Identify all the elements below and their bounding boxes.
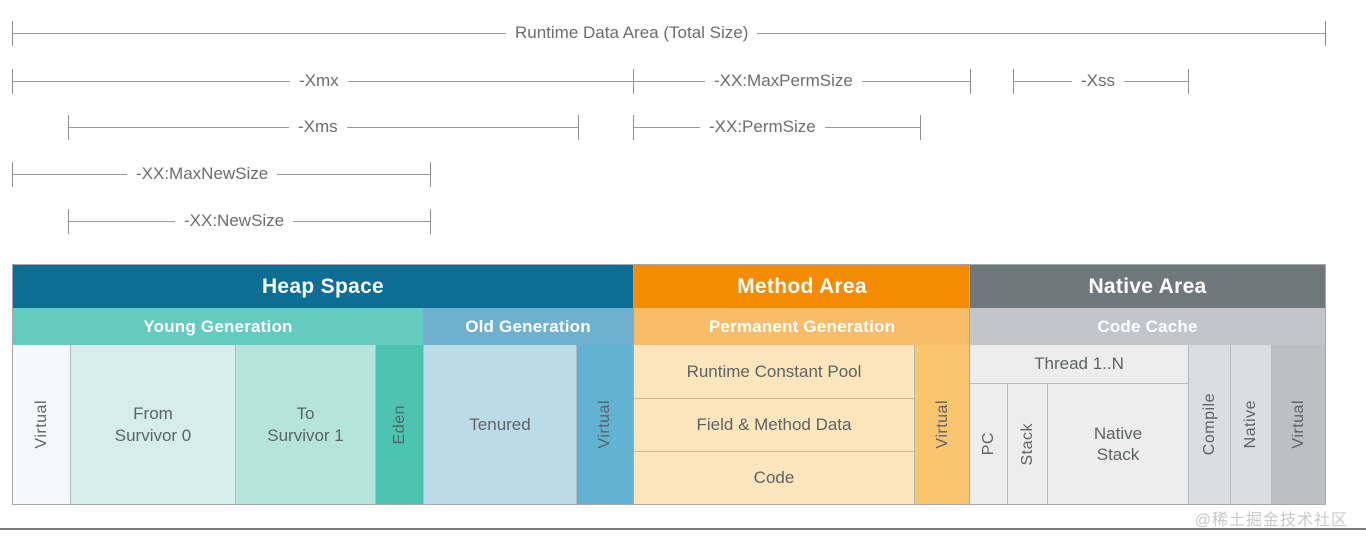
cell-tenured: Tenured bbox=[423, 345, 576, 504]
cell-label: Runtime Constant Pool bbox=[686, 361, 862, 381]
cell-label: Code bbox=[753, 468, 795, 488]
cell-eden: Eden bbox=[375, 345, 423, 504]
dimension-label: -Xmx bbox=[290, 67, 348, 95]
cell-label: Virtual bbox=[933, 400, 951, 449]
cell-label: PC bbox=[979, 432, 997, 456]
tick-end bbox=[578, 115, 579, 140]
cell-label: Virtual bbox=[596, 400, 613, 449]
cell-label-line1: From bbox=[133, 404, 173, 424]
cell-field-and-method-data: Field & Method Data bbox=[634, 398, 914, 452]
tick-end bbox=[920, 115, 921, 140]
cell-label: Native Stack bbox=[1094, 423, 1142, 466]
code-cache-label: Code Cache bbox=[970, 308, 1325, 345]
dimension-label: -XX:MaxPermSize bbox=[705, 67, 862, 95]
heap-generation-band: Young Generation Old Generation bbox=[13, 308, 633, 345]
dimension-line-xms: -Xms bbox=[0, 113, 700, 141]
young-generation-label: Young Generation bbox=[13, 308, 423, 345]
cell-label: Field & Method Data bbox=[696, 415, 852, 435]
cell-stack: Stack bbox=[1007, 384, 1047, 504]
tick-end bbox=[430, 162, 431, 187]
native-area-header: Native Area bbox=[970, 265, 1325, 308]
method-stack-column: Runtime Constant Pool Field & Method Dat… bbox=[634, 345, 914, 505]
cell-to-survivor-1: To Survivor 1 bbox=[235, 345, 375, 504]
tick-end bbox=[970, 69, 971, 94]
cell-old-virtual: Virtual bbox=[576, 345, 633, 504]
cell-native-stack: Native Stack bbox=[1047, 384, 1188, 504]
tick-end bbox=[430, 209, 431, 234]
dimension-line-xss: -Xss bbox=[0, 67, 1300, 95]
cell-label: Compile bbox=[1200, 393, 1218, 456]
cell-label-line2: Survivor 0 bbox=[114, 425, 192, 445]
cell-code: Code bbox=[634, 451, 914, 505]
dimension-label: -XX:PermSize bbox=[700, 113, 825, 141]
cell-label: Eden bbox=[390, 404, 408, 445]
area-method-area: Method Area Permanent Generation Runtime… bbox=[633, 265, 970, 505]
old-generation-label: Old Generation bbox=[423, 308, 633, 345]
cell-label: Virtual bbox=[32, 400, 50, 449]
dimension-line-maxpermsize: -XX:MaxPermSize bbox=[0, 67, 1000, 95]
cell-label: Native bbox=[1242, 400, 1259, 449]
dimension-line-newsize: -XX:NewSize bbox=[0, 207, 500, 235]
memory-block-diagram: Heap Space Young Generation Old Generati… bbox=[12, 264, 1326, 505]
dimension-line-xmx: -Xmx bbox=[0, 67, 700, 95]
cell-label-line1: To bbox=[296, 404, 315, 424]
cell-pc: PC bbox=[970, 384, 1007, 504]
dimension-label: -Xss bbox=[1072, 67, 1124, 95]
dimension-line-runtime-data-area: Runtime Data Area (Total Size) bbox=[0, 19, 1366, 47]
thread-title: Thread 1..N bbox=[970, 345, 1188, 384]
thread-block: Thread 1..N PC Stack Native Stack bbox=[970, 345, 1188, 504]
heap-cells-row: Virtual From Survivor 0 To Survivor 1 Ed… bbox=[13, 345, 633, 504]
cell-label-line2: Survivor 1 bbox=[267, 425, 344, 445]
cell-label-line1: Native bbox=[1093, 423, 1143, 443]
dimension-label: -Xms bbox=[289, 113, 347, 141]
dimension-line-permsize: -XX:PermSize bbox=[0, 113, 1000, 141]
area-native-area: Native Area Code Cache Thread 1..N PC St… bbox=[969, 265, 1325, 504]
native-cells-row: Thread 1..N PC Stack Native Stack bbox=[970, 345, 1325, 504]
method-area-header: Method Area bbox=[634, 265, 970, 308]
cell-compile: Compile bbox=[1188, 345, 1230, 504]
cell-label-line2: Stack bbox=[1096, 445, 1140, 464]
permanent-generation-label: Permanent Generation bbox=[634, 308, 970, 345]
bottom-rule bbox=[0, 528, 1366, 530]
tick-end bbox=[1325, 21, 1326, 46]
cell-label: To Survivor 1 bbox=[267, 403, 344, 446]
cell-label: Tenured bbox=[469, 414, 531, 434]
cell-from-survivor-0: From Survivor 0 bbox=[70, 345, 235, 504]
dimension-line-maxnewsize: -XX:MaxNewSize bbox=[0, 160, 500, 188]
dimension-label: -XX:MaxNewSize bbox=[127, 160, 278, 188]
dimension-label: Runtime Data Area (Total Size) bbox=[506, 19, 758, 47]
cell-label: Virtual bbox=[1289, 400, 1307, 449]
cell-label: From Survivor 0 bbox=[115, 403, 192, 446]
watermark: @稀土掘金技术社区 bbox=[1194, 512, 1348, 529]
thread-cells: PC Stack Native Stack bbox=[970, 384, 1188, 504]
cell-method-virtual: Virtual bbox=[914, 345, 970, 504]
cell-native: Native bbox=[1230, 345, 1271, 504]
cell-runtime-constant-pool: Runtime Constant Pool bbox=[634, 345, 914, 399]
heap-space-header: Heap Space bbox=[13, 265, 633, 308]
method-cells-row: Runtime Constant Pool Field & Method Dat… bbox=[634, 345, 970, 505]
cell-native-virtual: Virtual bbox=[1271, 345, 1325, 504]
area-heap-space: Heap Space Young Generation Old Generati… bbox=[13, 265, 633, 504]
cell-young-virtual: Virtual bbox=[13, 345, 70, 504]
dimension-label: -XX:NewSize bbox=[175, 207, 294, 235]
tick-end bbox=[1188, 69, 1189, 94]
cell-label: Stack bbox=[1018, 422, 1036, 466]
